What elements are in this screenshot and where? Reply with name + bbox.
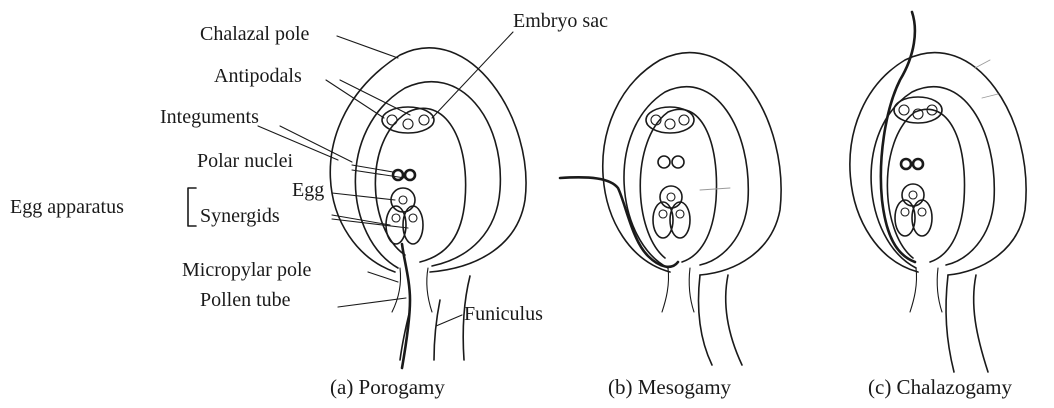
micropyle-a bbox=[392, 268, 401, 312]
funiculus-b bbox=[699, 275, 713, 365]
label-chalazal-pole: Chalazal pole bbox=[200, 23, 310, 45]
label-funiculus: Funiculus bbox=[464, 303, 543, 325]
inner-integument-b bbox=[624, 87, 748, 268]
polar-nucleus-b2 bbox=[672, 156, 684, 168]
embryo-sac-c bbox=[887, 109, 964, 262]
polar-nucleus-c2 bbox=[913, 159, 923, 169]
polar-nucleus-c1 bbox=[901, 159, 911, 169]
outer-integument-c bbox=[850, 53, 1026, 275]
outer-integument-b bbox=[603, 53, 781, 275]
caption-chalazogamy: (c) Chalazogamy bbox=[868, 375, 1013, 399]
label-synergids: Synergids bbox=[200, 205, 280, 227]
inner-integument-c bbox=[871, 87, 994, 268]
label-pollen-tube: Pollen tube bbox=[200, 289, 291, 311]
label-egg: Egg bbox=[292, 179, 324, 201]
pollen-tube-a bbox=[402, 244, 410, 368]
labels-a: Embryo sac Chalazal pole Antipodals Inte… bbox=[10, 10, 608, 325]
polar-nucleus-a1 bbox=[393, 170, 403, 180]
egg-apparatus-bracket bbox=[188, 188, 196, 226]
label-antipodals: Antipodals bbox=[214, 65, 302, 87]
egg-b bbox=[660, 186, 682, 208]
ovule-chalazogamy bbox=[850, 12, 1026, 372]
inner-integument-a bbox=[355, 82, 500, 268]
ovule-mesogamy bbox=[560, 53, 781, 365]
label-embryo-sac: Embryo sac bbox=[513, 10, 608, 32]
funiculus-c bbox=[946, 275, 954, 372]
label-integuments: Integuments bbox=[160, 106, 259, 128]
label-polar-nuclei: Polar nuclei bbox=[197, 150, 294, 172]
caption-porogamy: (a) Porogamy bbox=[330, 375, 445, 399]
egg-c bbox=[902, 184, 924, 206]
pollen-tube-c bbox=[881, 12, 915, 262]
label-micropylar-pole: Micropylar pole bbox=[182, 259, 312, 281]
polar-nucleus-a2 bbox=[405, 170, 415, 180]
polar-nucleus-b1 bbox=[658, 156, 670, 168]
label-egg-apparatus: Egg apparatus bbox=[10, 196, 124, 218]
caption-mesogamy: (b) Mesogamy bbox=[608, 375, 732, 399]
captions: (a) Porogamy (b) Mesogamy (c) Chalazogam… bbox=[330, 375, 1013, 399]
